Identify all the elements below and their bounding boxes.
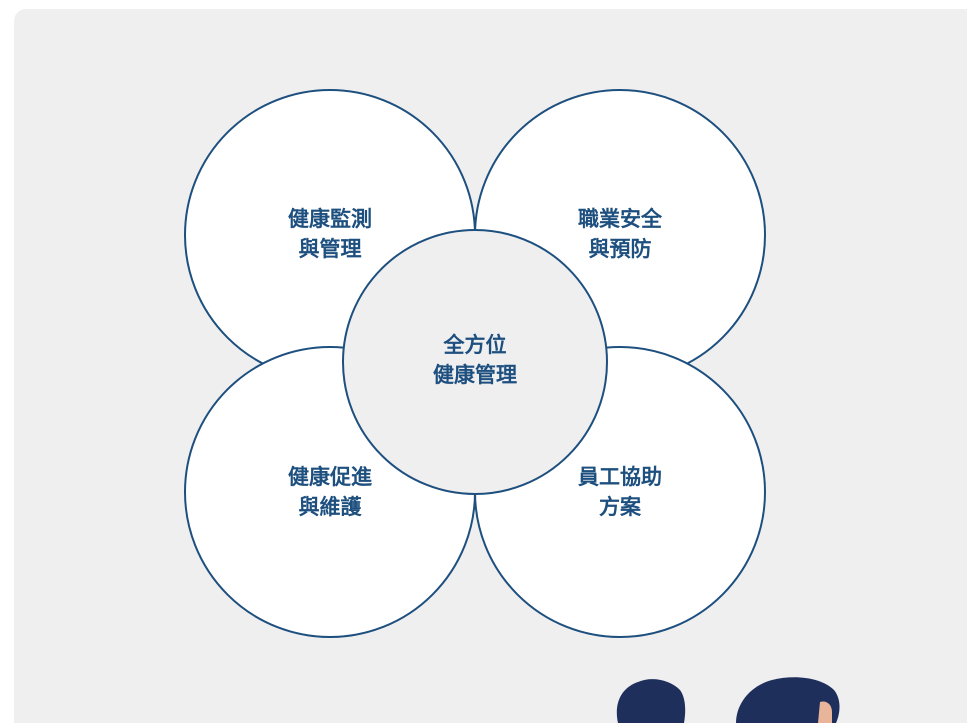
circle-center-line2: 健康管理	[433, 363, 517, 387]
people-illustration	[616, 677, 840, 723]
circle-employee-assistance-line2: 方案	[599, 495, 642, 519]
person-hair-left	[616, 679, 686, 723]
circle-health-monitoring-line1: 健康監測	[288, 207, 372, 231]
circle-occupational-safety-line2: 與預防	[589, 237, 652, 261]
circle-health-monitoring-line2: 與管理	[299, 237, 362, 261]
circle-health-promotion-line1: 健康促進	[288, 465, 372, 489]
circle-employee-assistance-line1: 員工協助	[577, 465, 662, 489]
person-hair-right	[736, 677, 840, 723]
circle-center-hub: 全方位 健康管理	[342, 229, 608, 495]
circle-center-hub-shape	[342, 229, 608, 495]
circle-health-promotion-line2: 與維護	[299, 495, 363, 519]
circle-center-line1: 全方位	[443, 333, 507, 357]
person-face-right	[818, 701, 832, 723]
circle-occupational-safety-line1: 職業安全	[578, 207, 663, 231]
